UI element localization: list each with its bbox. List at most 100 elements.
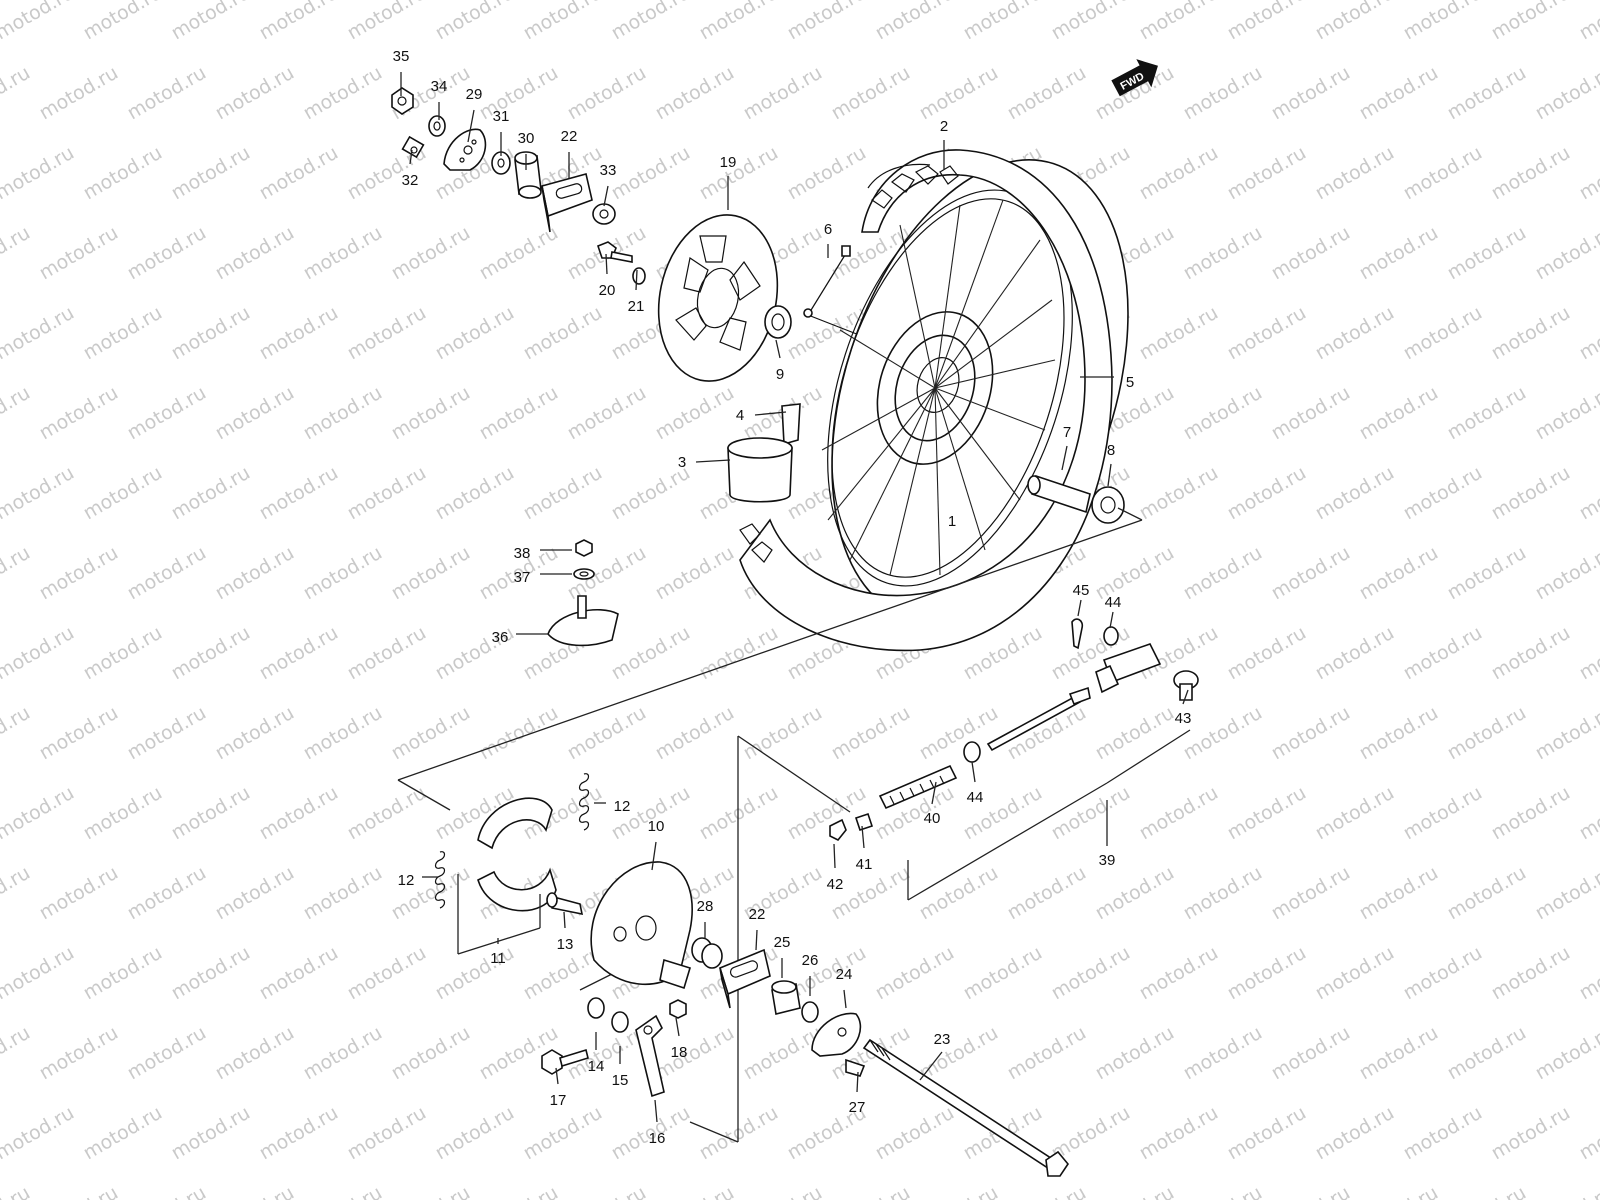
clevis-drawing [1095,643,1162,694]
watermark-text: motod.ru [1180,542,1266,605]
leader-line-p17 [555,1067,559,1085]
watermark-text: motod.ru [1092,1182,1178,1200]
watermark-text: motod.ru [476,382,562,445]
watermark-text: motod.ru [1136,782,1222,845]
watermark-text: motod.ru [212,1022,298,1085]
part-label-p22a: 22 [561,128,578,145]
watermark-text: motod.ru [1444,222,1530,285]
part-label-p17: 17 [550,1092,567,1109]
watermark-text: motod.ru [1268,222,1354,285]
spring-12a-drawing [578,773,590,831]
watermark-text: motod.ru [916,62,1002,125]
watermark-text: motod.ru [1048,782,1134,845]
chain-adjuster-22-drawing [541,173,593,233]
bolt-27-drawing [845,1058,866,1077]
watermark-text: motod.ru [1444,1182,1530,1200]
watermark-text: motod.ru [256,142,342,205]
watermark-text: motod.ru [740,62,826,125]
part-label-p20: 20 [599,282,616,299]
watermark-text: motod.ru [1180,1182,1266,1200]
part-label-p13: 13 [557,936,574,953]
watermark-text: motod.ru [1356,222,1442,285]
watermark-text: motod.ru [476,702,562,765]
part-label-p11: 11 [490,950,506,967]
watermark-text: motod.ru [344,942,430,1005]
watermark-text: motod.ru [1312,942,1398,1005]
watermark-text: motod.ru [80,942,166,1005]
part-label-p39: 39 [1099,852,1116,869]
watermark-text: motod.ru [1488,142,1574,205]
watermark-text: motod.ru [1136,1102,1222,1165]
part-label-p34: 34 [431,78,448,95]
part-label-p1: 1 [948,513,956,530]
watermark-text: motod.ru [1092,702,1178,765]
watermark-text: motod.ru [652,1022,738,1085]
watermark-text: motod.ru [388,222,474,285]
watermark-text: motod.ru [916,862,1002,925]
watermark-text: motod.ru [1312,1102,1398,1165]
watermark-text: motod.ru [1576,302,1600,365]
watermark-text: motod.ru [1180,382,1266,445]
watermark-text: motod.ru [168,0,254,44]
adjuster-29-drawing [443,128,487,171]
spacer-7-drawing [1027,474,1091,514]
leader-line-p24 [843,989,847,1009]
watermark-text: motod.ru [960,0,1046,44]
watermark-text: motod.ru [828,62,914,125]
part-label-p23: 23 [934,1031,951,1048]
bearing-9-drawing [764,305,792,339]
watermark-text: motod.ru [1312,302,1398,365]
part-label-p8: 8 [1107,442,1115,459]
watermark-text: motod.ru [212,382,298,445]
leader-line-p20 [605,253,608,275]
watermark-text: motod.ru [564,62,650,125]
part-label-p27: 27 [849,1099,866,1116]
watermark-text: motod.ru [0,782,78,845]
watermark-text: motod.ru [0,1102,78,1165]
part-label-p14: 14 [588,1058,605,1075]
part-label-p36: 36 [492,629,509,646]
watermark-text: motod.ru [256,302,342,365]
watermark-text: motod.ru [652,62,738,125]
part-label-p41: 41 [856,856,873,873]
watermark-text: motod.ru [1004,62,1090,125]
watermark-text: motod.ru [256,462,342,525]
leader-line-p16 [654,1099,658,1123]
watermark-text: motod.ru [80,782,166,845]
washer-37-drawing [573,568,595,580]
watermark-text: motod.ru [256,1102,342,1165]
rod-drawing [986,686,1091,752]
watermark-text: motod.ru [1004,1182,1090,1200]
brake-shoe-11-drawing [477,797,557,912]
part-label-p37: 37 [514,569,531,586]
watermark-text: motod.ru [1268,62,1354,125]
watermark-text: motod.ru [828,1182,914,1200]
leader-line-p40 [931,781,937,805]
part-label-p30: 30 [518,130,535,147]
watermark-text: motod.ru [1224,302,1310,365]
leader-line-p32 [409,149,413,165]
watermark-text: motod.ru [432,462,518,525]
watermark-text: motod.ru [1180,222,1266,285]
part-label-p18: 18 [671,1044,688,1061]
watermark-text: motod.ru [784,0,870,44]
part-label-p35: 35 [393,48,410,65]
washer-21-drawing [632,267,646,285]
watermark-text: motod.ru [124,862,210,925]
watermark-text: motod.ru [564,702,650,765]
watermark-text: motod.ru [652,702,738,765]
watermark-text: motod.ru [388,702,474,765]
washer-15-drawing [611,1011,629,1033]
watermark-text: motod.ru [1444,862,1530,925]
watermark-text: motod.ru [784,142,870,205]
watermark-text: motod.ru [1400,942,1486,1005]
watermark-text: motod.ru [1268,1182,1354,1200]
watermark-text: motod.ru [1224,0,1310,44]
watermark-text: motod.ru [36,862,122,925]
watermark-text: motod.ru [784,782,870,845]
watermark-text: motod.ru [36,382,122,445]
watermark-text: motod.ru [300,702,386,765]
watermark-text: motod.ru [168,462,254,525]
watermark-text: motod.ru [1004,862,1090,925]
